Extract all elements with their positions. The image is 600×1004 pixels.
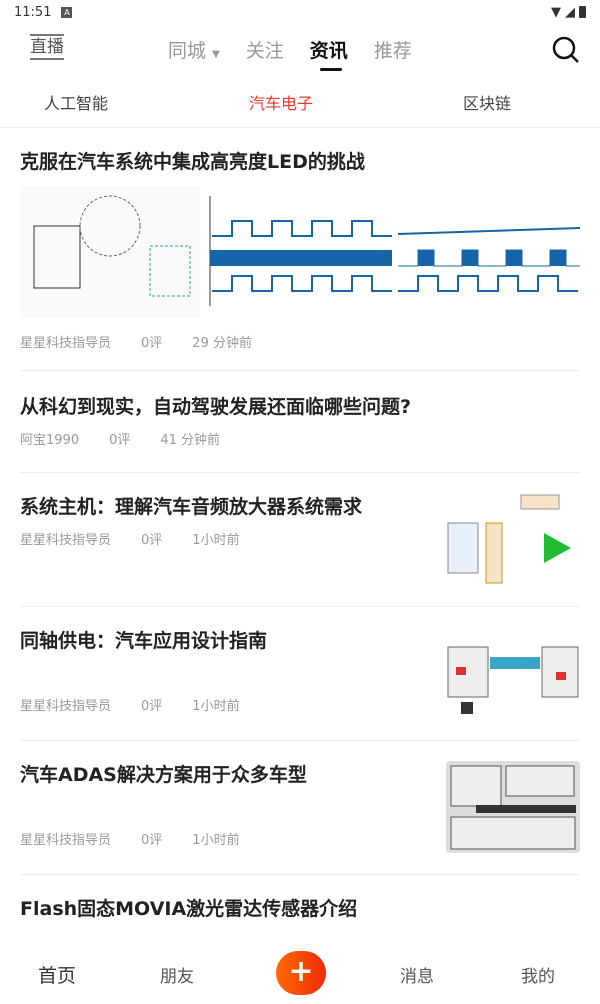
comment-count: 0评	[109, 433, 131, 448]
article-meta: 星星科技指导员 0评 1小时前	[20, 695, 580, 714]
comment-count: 0评	[141, 699, 163, 714]
author: 星星科技指导员	[20, 833, 112, 848]
article-item[interactable]: 汽车ADAS解决方案用于众多车型 星星科技指导员 0评 1小时前	[20, 741, 580, 875]
article-title: 从科幻到现实，自动驾驶发展还面临哪些问题?	[20, 396, 412, 418]
author: 星星科技指导员	[20, 699, 112, 714]
article-title: 克服在汽车系统中集成高亮度LED的挑战	[20, 151, 365, 173]
bottom-nav: 首页 朋友 + 消息 我的	[0, 944, 600, 1004]
wifi-icon: ▼	[551, 4, 561, 20]
article-title: 汽车ADAS解决方案用于众多车型	[20, 764, 307, 786]
timestamp: 41 分钟前	[160, 433, 221, 448]
author: 阿宝1990	[20, 433, 80, 448]
article-thumbnail	[446, 761, 580, 853]
author: 星星科技指导员	[20, 533, 112, 548]
article-title: 同轴供电：汽车应用设计指南	[20, 630, 268, 652]
tab-recommend[interactable]: 推荐	[373, 40, 412, 62]
nav-messages[interactable]: 消息	[400, 966, 434, 987]
article-meta: 星星科技指导员 0评 29 分钟前	[20, 332, 580, 351]
article-meta: 阿宝1990 0评 41 分钟前	[20, 429, 580, 448]
tab-news[interactable]: 资讯	[310, 36, 348, 71]
category-tabs: 人工智能 汽车电子 区块链	[0, 76, 600, 128]
article-thumbnail	[446, 493, 580, 585]
nav-me[interactable]: 我的	[521, 966, 555, 987]
timestamp: 29 分钟前	[192, 336, 252, 351]
nav-friends[interactable]: 朋友	[160, 966, 194, 987]
comment-count: 0评	[141, 533, 163, 548]
caret-down-icon: ▼	[212, 49, 220, 60]
article-image	[20, 186, 581, 318]
author: 星星科技指导员	[20, 336, 112, 351]
comment-count: 0评	[141, 833, 163, 848]
tab-local[interactable]: 同城 ▼	[168, 36, 220, 63]
signal-icon: ◢	[565, 4, 575, 20]
article-title: Flash固态MOVIA激光雷达传感器介绍	[20, 898, 358, 920]
article-item[interactable]: 从科幻到现实，自动驾驶发展还面临哪些问题? 阿宝1990 0评 41 分钟前	[20, 371, 580, 473]
status-bar: 11:51 A ▼◢	[0, 0, 600, 24]
timestamp: 1小时前	[192, 533, 240, 548]
battery-icon	[579, 6, 586, 18]
live-button[interactable]: 直播	[30, 34, 64, 60]
category-auto-electronics[interactable]: 汽车电子	[249, 93, 314, 113]
article-item[interactable]: 同轴供电：汽车应用设计指南 星星科技指导员 0评 1小时前	[20, 607, 580, 741]
clock: 11:51	[14, 4, 52, 20]
article-meta: 星星科技指导员 0评 1小时前	[20, 829, 580, 848]
notification-icon: A	[61, 6, 73, 18]
category-blockchain[interactable]: 区块链	[463, 93, 512, 113]
tab-follow[interactable]: 关注	[245, 40, 284, 62]
timestamp: 1小时前	[192, 699, 240, 714]
top-bar: 直播 同城 ▼ 关注 资讯 推荐	[0, 24, 600, 76]
category-ai[interactable]: 人工智能	[44, 93, 109, 113]
article-item[interactable]: Flash固态MOVIA激光雷达传感器介绍	[20, 875, 580, 925]
article-item[interactable]: 克服在汽车系统中集成高亮度LED的挑战 星星科技指导员 0评 29 分钟前	[20, 128, 581, 371]
search-icon[interactable]	[552, 36, 580, 64]
timestamp: 1小时前	[192, 833, 240, 848]
tab-label: 同城	[168, 40, 207, 62]
comment-count: 0评	[141, 336, 163, 351]
article-item[interactable]: 系统主机：理解汽车音频放大器系统需求 星星科技指导员 0评 1小时前	[20, 473, 580, 607]
article-meta: 星星科技指导员 0评 1小时前	[20, 529, 580, 548]
add-button[interactable]: +	[276, 951, 326, 995]
article-title: 系统主机：理解汽车音频放大器系统需求	[20, 496, 363, 518]
article-thumbnail	[446, 627, 580, 719]
nav-home[interactable]: 首页	[38, 964, 77, 987]
